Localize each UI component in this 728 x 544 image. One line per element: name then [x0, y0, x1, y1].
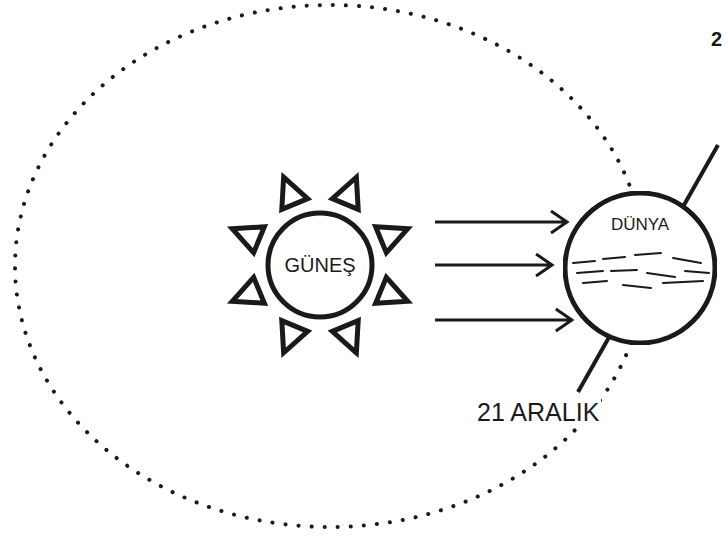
- sun-ray: [332, 177, 358, 209]
- orbit-path: [15, 5, 645, 527]
- sun-ray: [282, 177, 308, 209]
- node-label: GÜNEŞ: [205, 254, 435, 277]
- light-arrow: [435, 254, 552, 276]
- sun-circle: GÜNEŞ: [205, 150, 435, 380]
- sun-ray: [232, 277, 264, 303]
- earth-circle-outline: [563, 191, 717, 345]
- light-arrow: [435, 309, 572, 331]
- earth-circle: DÜNYA: [563, 191, 717, 345]
- sun-ray: [232, 227, 264, 253]
- light-arrow: [435, 211, 567, 233]
- position-number: 2: [709, 28, 724, 51]
- sun-ray: [376, 277, 408, 303]
- sun-ray: [282, 321, 308, 353]
- sun-ray: [376, 227, 408, 253]
- sun-ray: [332, 321, 358, 353]
- equator-marks: [573, 253, 709, 288]
- date-label: 21 ARALIK: [475, 398, 601, 427]
- node-label: DÜNYA: [563, 215, 717, 235]
